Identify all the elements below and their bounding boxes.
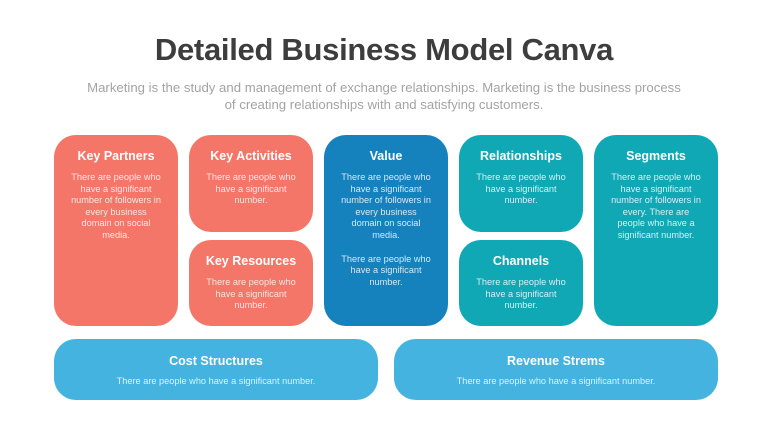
cost-structures-block: Cost Structures There are people who hav…: [54, 339, 378, 400]
segments-block: Segments There are people who have a sig…: [594, 135, 718, 326]
relationships-block: Relationships There are people who have …: [459, 135, 583, 232]
key-activities-text: There are people who have a significant …: [206, 172, 296, 206]
cost-structures-title: Cost Structures: [169, 354, 263, 368]
value-title: Value: [369, 149, 403, 163]
revenue-streams-text: There are people who have a significant …: [456, 376, 656, 386]
value-text: There are people who have a significant …: [341, 172, 431, 240]
key-resources-block: Key Resources There are people who have …: [189, 240, 313, 326]
value-text-secondary: There are people who have a significant …: [341, 253, 431, 287]
key-partners-block: Key Partners There are people who have a…: [54, 135, 178, 326]
key-resources-title: Key Resources: [205, 254, 297, 268]
page-title: Detailed Business Model Canva: [154, 32, 614, 67]
segments-text: There are people who have a significant …: [611, 172, 701, 240]
channels-block: Channels There are people who have a sig…: [459, 240, 583, 326]
cost-structures-text: There are people who have a significant …: [116, 376, 316, 386]
value-block: Value There are people who have a signif…: [324, 135, 448, 326]
key-activities-block: Key Activities There are people who have…: [189, 135, 313, 232]
revenue-streams-title: Revenue Strems: [507, 354, 605, 368]
key-activities-title: Key Activities: [210, 149, 292, 163]
relationships-text: There are people who have a significant …: [476, 172, 566, 206]
key-partners-title: Key Partners: [77, 149, 155, 163]
key-partners-text: There are people who have a significant …: [71, 172, 161, 240]
relationships-title: Relationships: [480, 149, 562, 163]
revenue-streams-block: Revenue Strems There are people who have…: [394, 339, 718, 400]
key-resources-text: There are people who have a significant …: [206, 277, 296, 311]
page-subtitle: Marketing is the study and management of…: [87, 80, 681, 112]
segments-title: Segments: [626, 149, 686, 163]
channels-title: Channels: [492, 254, 550, 268]
channels-text: There are people who have a significant …: [476, 277, 566, 311]
